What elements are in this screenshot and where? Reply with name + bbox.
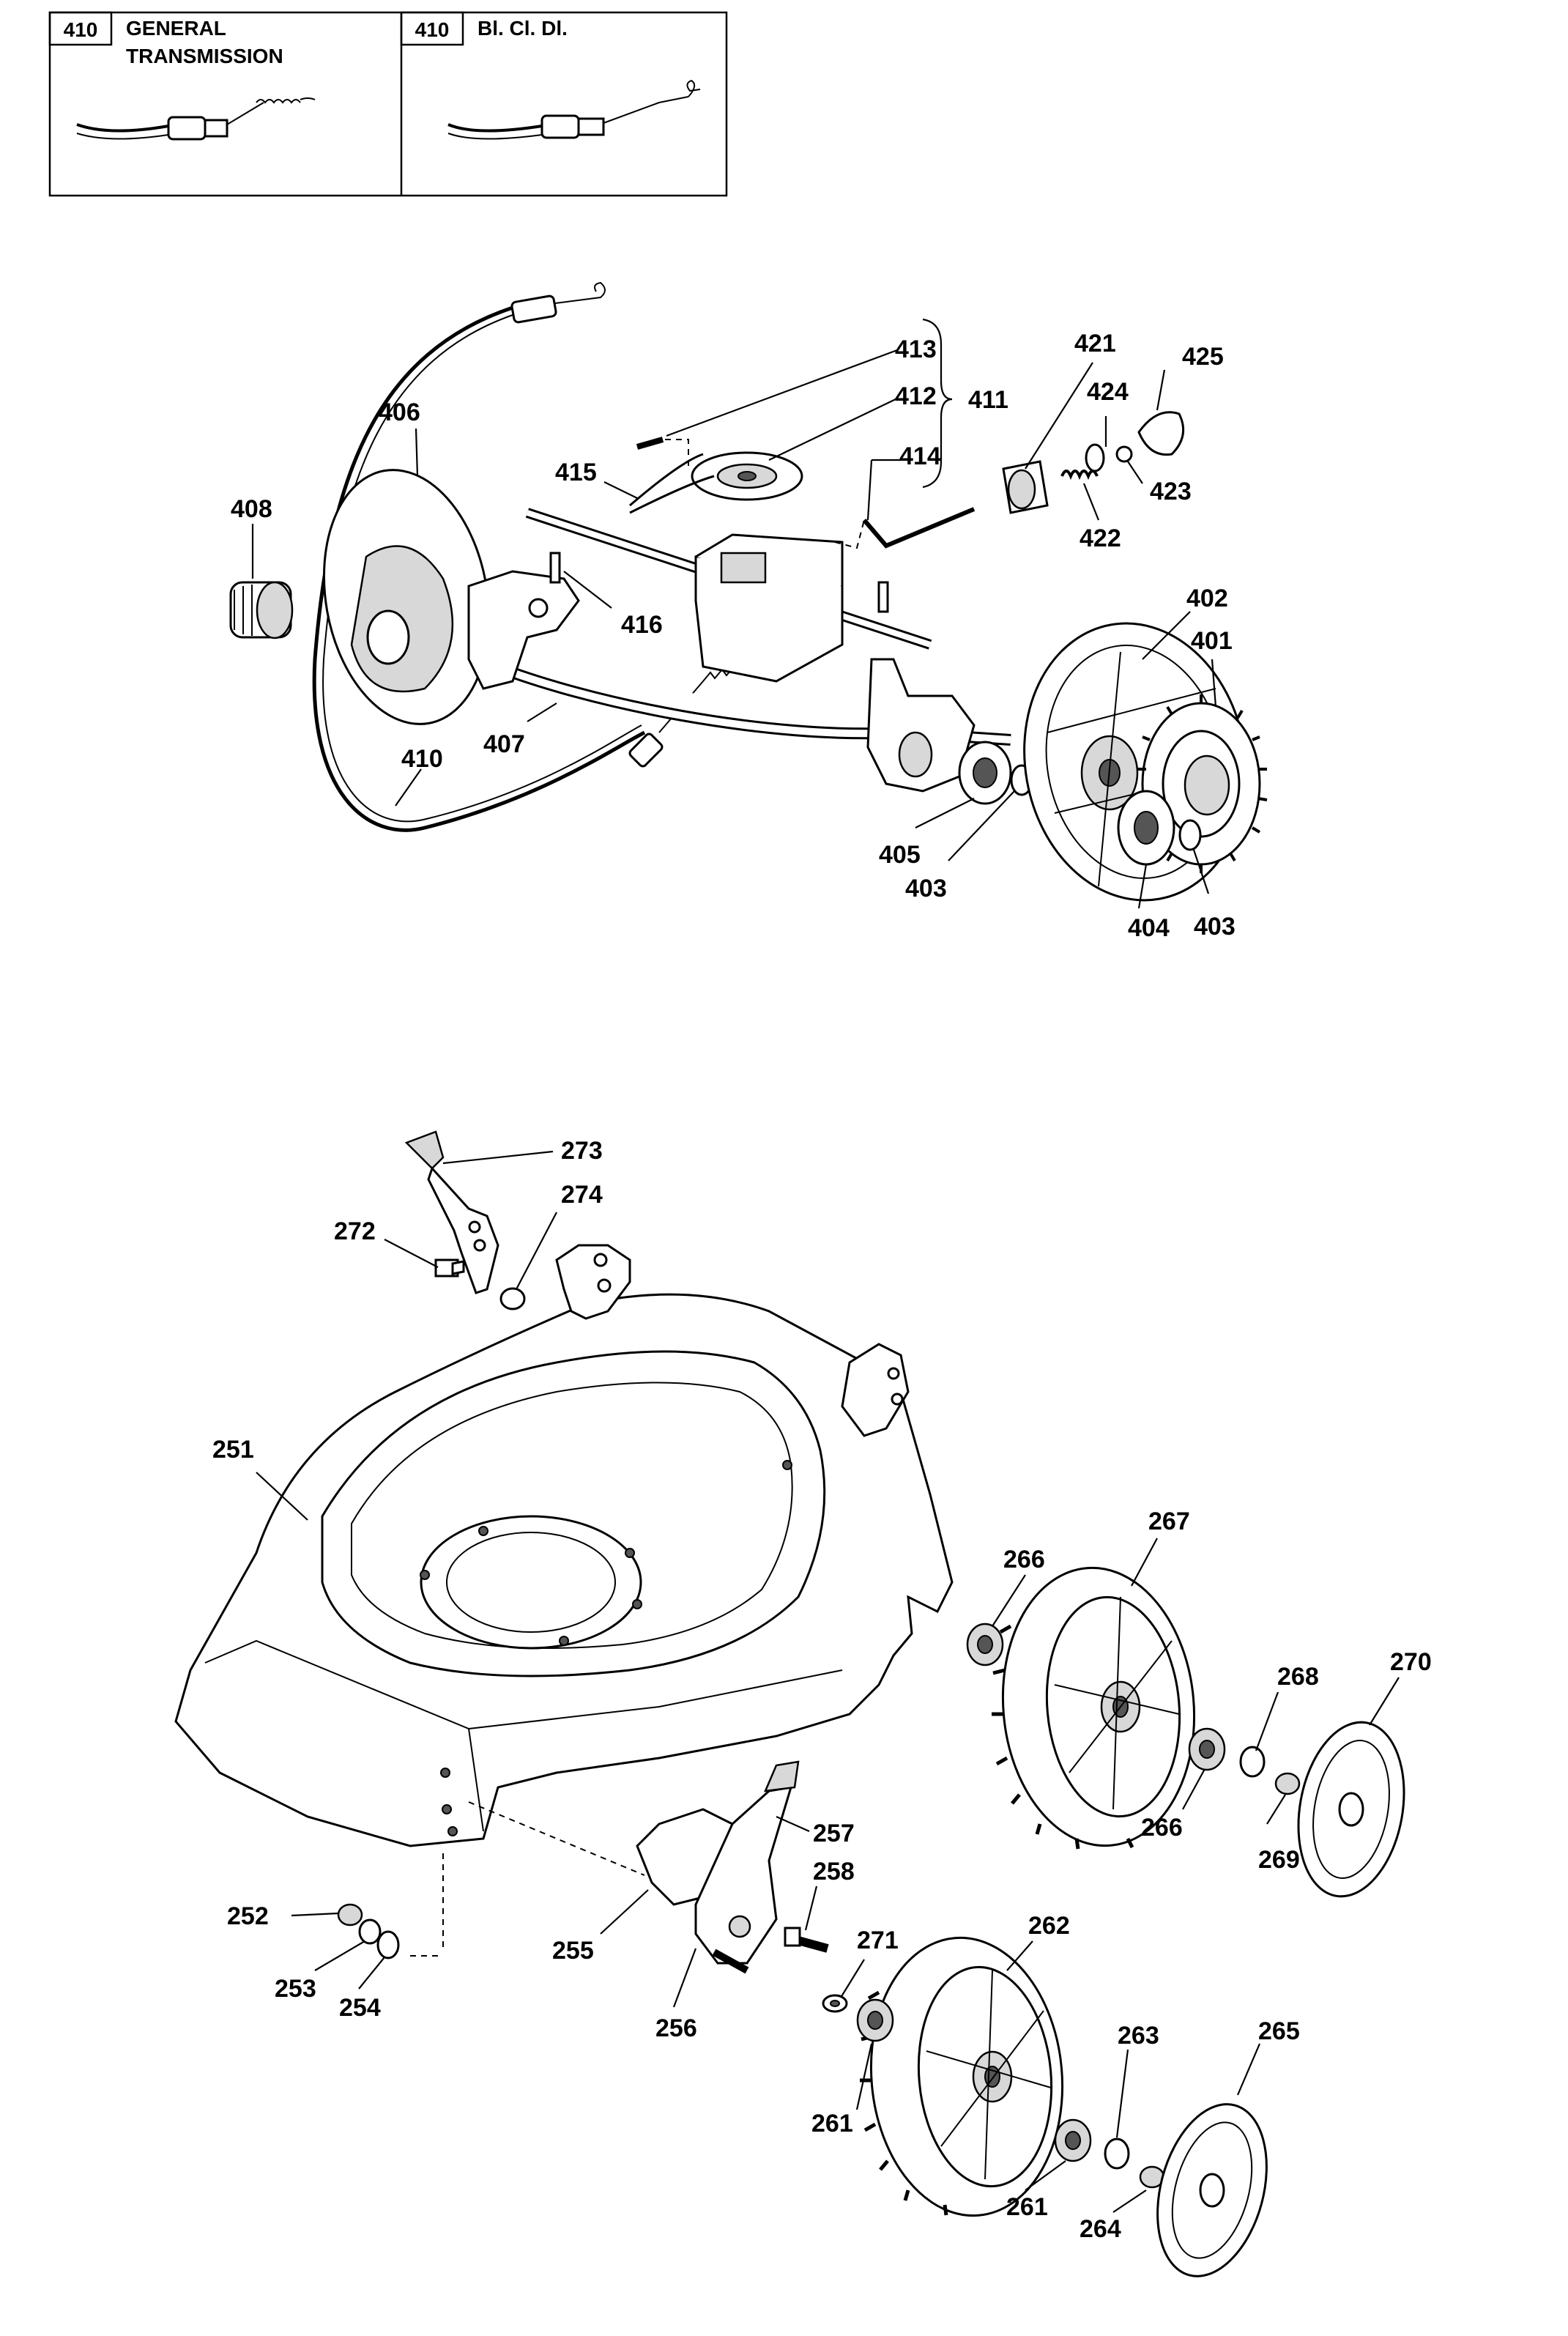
- label-403a: 403: [905, 875, 947, 902]
- label-421: 421: [1074, 330, 1116, 357]
- part-number-labels: 413 412 411 414 415 406 408 416 407 410 …: [212, 330, 1432, 2243]
- label-402: 402: [1186, 585, 1228, 612]
- front-wheel-262: [860, 1936, 1064, 2217]
- label-273: 273: [561, 1137, 603, 1165]
- label-261b: 261: [1006, 2193, 1048, 2221]
- bushing-408: [229, 581, 294, 639]
- label-403b: 403: [1194, 913, 1236, 941]
- label-410: 410: [401, 745, 443, 773]
- legend-box: 410 GENERAL TRANSMISSION 410 Bl. Cl. Dl.: [48, 11, 728, 197]
- bl-cl-dl-cable-icon: [447, 79, 701, 140]
- label-424: 424: [1087, 378, 1129, 406]
- label-272: 272: [334, 1217, 376, 1245]
- legend-code-1: 410: [64, 18, 98, 41]
- transmission-leaders: [251, 318, 1217, 909]
- legend-title-1b: TRANSMISSION: [126, 45, 283, 67]
- deck-assembly: [174, 1130, 1405, 2277]
- label-422: 422: [1080, 524, 1121, 552]
- label-254: 254: [339, 1994, 381, 2022]
- label-264: 264: [1080, 2215, 1121, 2243]
- drive-gear-401: [1137, 694, 1268, 873]
- label-413: 413: [895, 335, 937, 363]
- label-266b: 266: [1141, 1814, 1183, 1842]
- label-267: 267: [1148, 1508, 1190, 1535]
- transmission-assembly: [229, 281, 1268, 902]
- label-404: 404: [1128, 914, 1170, 942]
- label-408: 408: [231, 495, 272, 523]
- legend-title-2: Bl. Cl. Dl.: [478, 17, 568, 40]
- label-412: 412: [895, 382, 937, 410]
- legend-title-1a: GENERAL: [126, 17, 226, 40]
- label-258: 258: [813, 1858, 855, 1886]
- label-401: 401: [1191, 627, 1233, 655]
- label-405: 405: [879, 841, 921, 869]
- label-262: 262: [1028, 1912, 1070, 1940]
- label-263: 263: [1118, 2022, 1159, 2050]
- label-411: 411: [968, 386, 1008, 414]
- label-406: 406: [379, 398, 420, 426]
- label-252: 252: [227, 1902, 269, 1930]
- deck-leaders: [256, 1150, 1400, 2213]
- label-255: 255: [552, 1937, 594, 1965]
- label-261a: 261: [811, 2110, 853, 2137]
- label-266a: 266: [1003, 1546, 1045, 1573]
- general-transmission-cable-icon: [76, 97, 316, 141]
- label-251: 251: [212, 1436, 254, 1464]
- label-423: 423: [1150, 478, 1192, 505]
- label-414: 414: [899, 442, 941, 470]
- label-274: 274: [561, 1181, 603, 1209]
- legend-code-2: 410: [415, 18, 450, 41]
- label-270: 270: [1390, 1648, 1432, 1676]
- label-268: 268: [1277, 1663, 1319, 1691]
- label-425: 425: [1182, 343, 1224, 371]
- label-253: 253: [275, 1975, 316, 2003]
- label-257: 257: [813, 1820, 855, 1847]
- label-269: 269: [1258, 1846, 1300, 1874]
- rear-wheel-267: [992, 1566, 1196, 1850]
- label-265: 265: [1258, 2017, 1300, 2045]
- label-256: 256: [655, 2014, 697, 2042]
- label-415: 415: [555, 459, 597, 486]
- label-416: 416: [621, 611, 663, 639]
- label-407: 407: [483, 730, 525, 758]
- label-271: 271: [857, 1927, 899, 1954]
